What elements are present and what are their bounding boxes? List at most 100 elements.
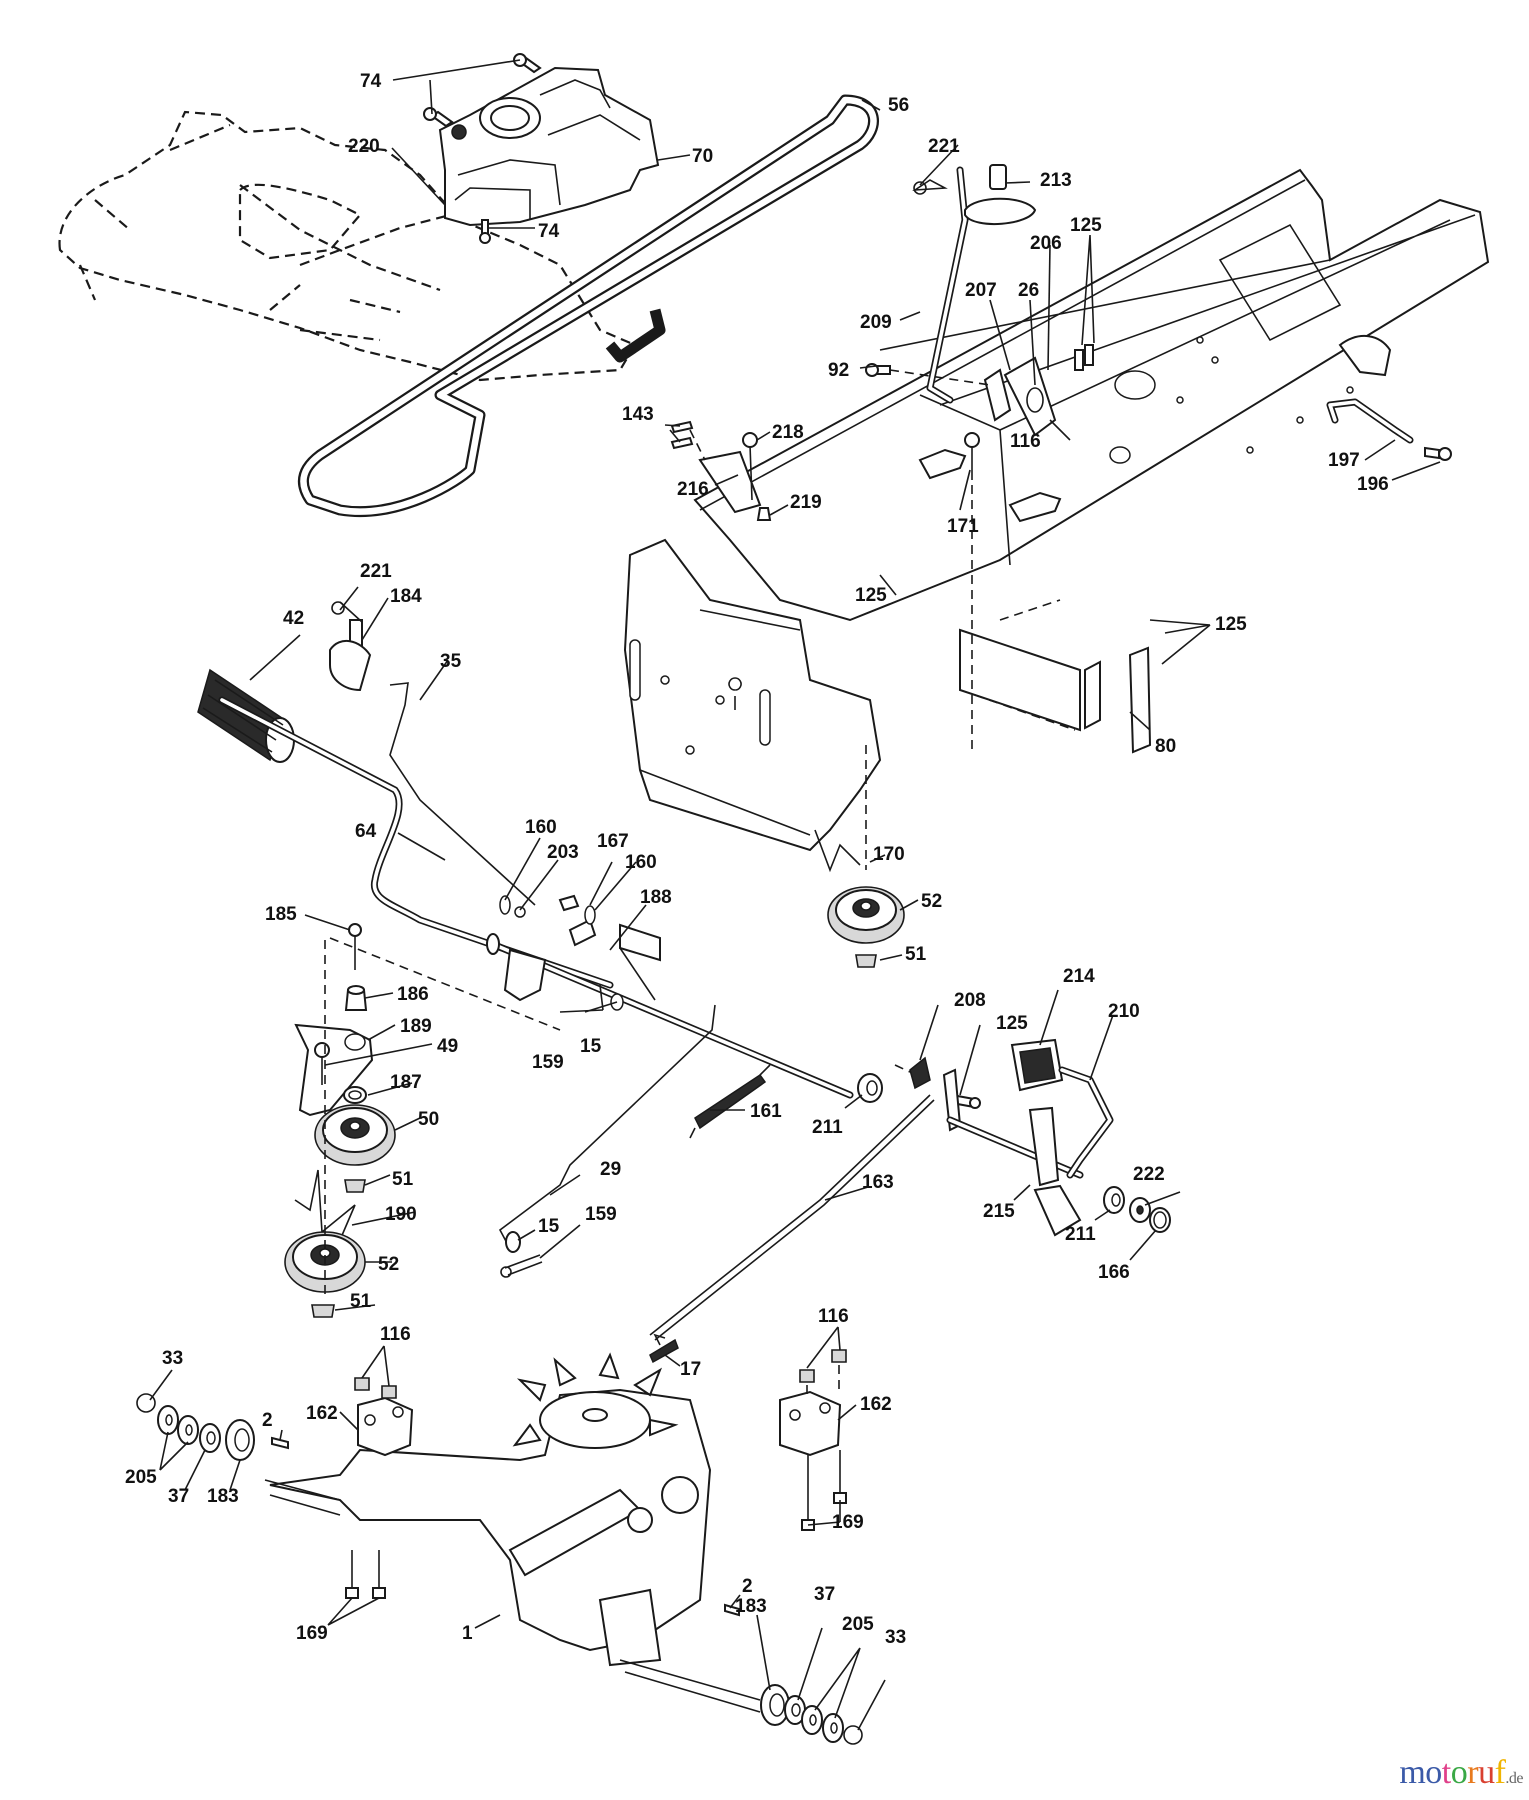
callout-74: 74 [538, 221, 560, 242]
callout-56: 56 [888, 95, 909, 116]
callout-222: 222 [1133, 1164, 1165, 1185]
part-64-rod [218, 696, 614, 989]
callout-197: 197 [1328, 450, 1360, 471]
part-187-spacer [343, 1086, 367, 1104]
callout-205: 205 [125, 1467, 157, 1488]
part-214-pedal-pad [1010, 1038, 1064, 1092]
part-17-spring [649, 1333, 679, 1364]
part-56-drive-belt [298, 94, 879, 517]
callout-214: 214 [1063, 966, 1095, 987]
callout-160: 160 [525, 817, 557, 838]
part-52-pulley-a [827, 886, 905, 944]
part-163-rod [649, 1094, 935, 1341]
callout-208: 208 [954, 990, 986, 1011]
callout-143: 143 [622, 404, 654, 425]
part-1-transaxle [264, 1388, 761, 1713]
callout-167: 167 [597, 831, 629, 852]
part-169-bolts-left [345, 1550, 386, 1599]
part-70-tank-cover [438, 66, 660, 227]
callout-211: 211 [1065, 1224, 1096, 1245]
callout-221: 221 [360, 561, 392, 582]
callout-187: 187 [390, 1072, 422, 1093]
watermark-logo: motoruf.de [1399, 1754, 1523, 1792]
callout-51: 51 [392, 1169, 414, 1190]
watermark-tld: .de [1505, 1770, 1523, 1787]
part-50-pulley [314, 1104, 396, 1166]
callout-159: 159 [585, 1204, 617, 1225]
part-213-knob [964, 164, 1037, 226]
part-51-nut-c [311, 1304, 335, 1318]
callout-15: 15 [538, 1216, 560, 1237]
callout-189: 189 [400, 1016, 432, 1037]
callout-52: 52 [378, 1254, 399, 1275]
callout-80: 80 [1155, 736, 1176, 757]
part-203-160-167-clips [499, 894, 596, 925]
part-205-washers-right [801, 1705, 844, 1743]
part-35-rod [389, 682, 536, 906]
callout-2: 2 [262, 1410, 273, 1431]
part-215-pedal [1028, 1106, 1082, 1237]
part-29-rod [498, 1004, 716, 1246]
callout-186: 186 [397, 984, 429, 1005]
part-2-key-right [724, 1603, 740, 1617]
callout-184: 184 [390, 586, 422, 607]
callout-169: 169 [296, 1623, 328, 1644]
callout-92: 92 [828, 360, 849, 381]
callout-183: 183 [207, 1486, 239, 1507]
callout-49: 49 [437, 1036, 458, 1057]
part-210-pedal-arm [1058, 1066, 1114, 1179]
callout-29: 29 [600, 1159, 621, 1180]
part-211-bushing-a [857, 1073, 883, 1103]
watermark-letter: t [1441, 1754, 1451, 1791]
callout-1: 1 [462, 1623, 473, 1644]
callout-125: 125 [1215, 614, 1247, 635]
callout-218: 218 [772, 422, 804, 443]
part-33-clip-right [843, 1725, 863, 1745]
part-161-spring [689, 1064, 771, 1139]
callout-37: 37 [168, 1486, 189, 1507]
part-116-nuts-left [354, 1377, 397, 1399]
callout-188: 188 [640, 887, 672, 908]
callout-50: 50 [418, 1109, 439, 1130]
part-216-218-219-bracket [670, 420, 772, 521]
callout-51: 51 [350, 1291, 372, 1312]
part-162-mount-left [357, 1396, 414, 1457]
chassis-frame [693, 168, 1490, 622]
callout-17: 17 [680, 1359, 701, 1380]
part-208-spring [894, 1056, 931, 1090]
part-159-15-pins-lower [500, 1231, 543, 1278]
part-166-ring [1149, 1207, 1171, 1233]
part-116-nuts-right [799, 1349, 847, 1395]
part-169-bolts-right [801, 1450, 847, 1531]
callout-169: 169 [832, 1512, 864, 1533]
callout-26: 26 [1018, 280, 1039, 301]
callout-116: 116 [1010, 431, 1041, 452]
callout-210: 210 [1108, 1001, 1140, 1022]
watermark-letter: u [1478, 1754, 1495, 1791]
callout-190: 190 [385, 1204, 417, 1225]
part-171-bolt [964, 432, 980, 750]
callout-219: 219 [790, 492, 822, 513]
part-37-washer-left [199, 1423, 221, 1453]
part-170-spring [814, 745, 867, 873]
callout-161: 161 [750, 1101, 782, 1122]
callout-163: 163 [862, 1172, 894, 1193]
callout-125: 125 [855, 585, 887, 606]
part-209-lever [926, 166, 969, 404]
callout-74: 74 [360, 71, 382, 92]
callout-33: 33 [162, 1348, 183, 1369]
callout-159: 159 [532, 1052, 564, 1073]
callout-221: 221 [928, 136, 960, 157]
callout-35: 35 [440, 651, 462, 672]
part-33-clip-left [136, 1393, 156, 1413]
callout-196: 196 [1357, 474, 1389, 495]
callout-211: 211 [812, 1117, 843, 1138]
watermark-letter: o [1425, 1754, 1442, 1791]
callout-64: 64 [355, 821, 377, 842]
callout-125: 125 [996, 1013, 1028, 1034]
callout-51: 51 [905, 944, 927, 965]
callout-33: 33 [885, 1627, 906, 1648]
callout-166: 166 [1098, 1262, 1130, 1283]
part-205-washers-left [157, 1405, 199, 1445]
